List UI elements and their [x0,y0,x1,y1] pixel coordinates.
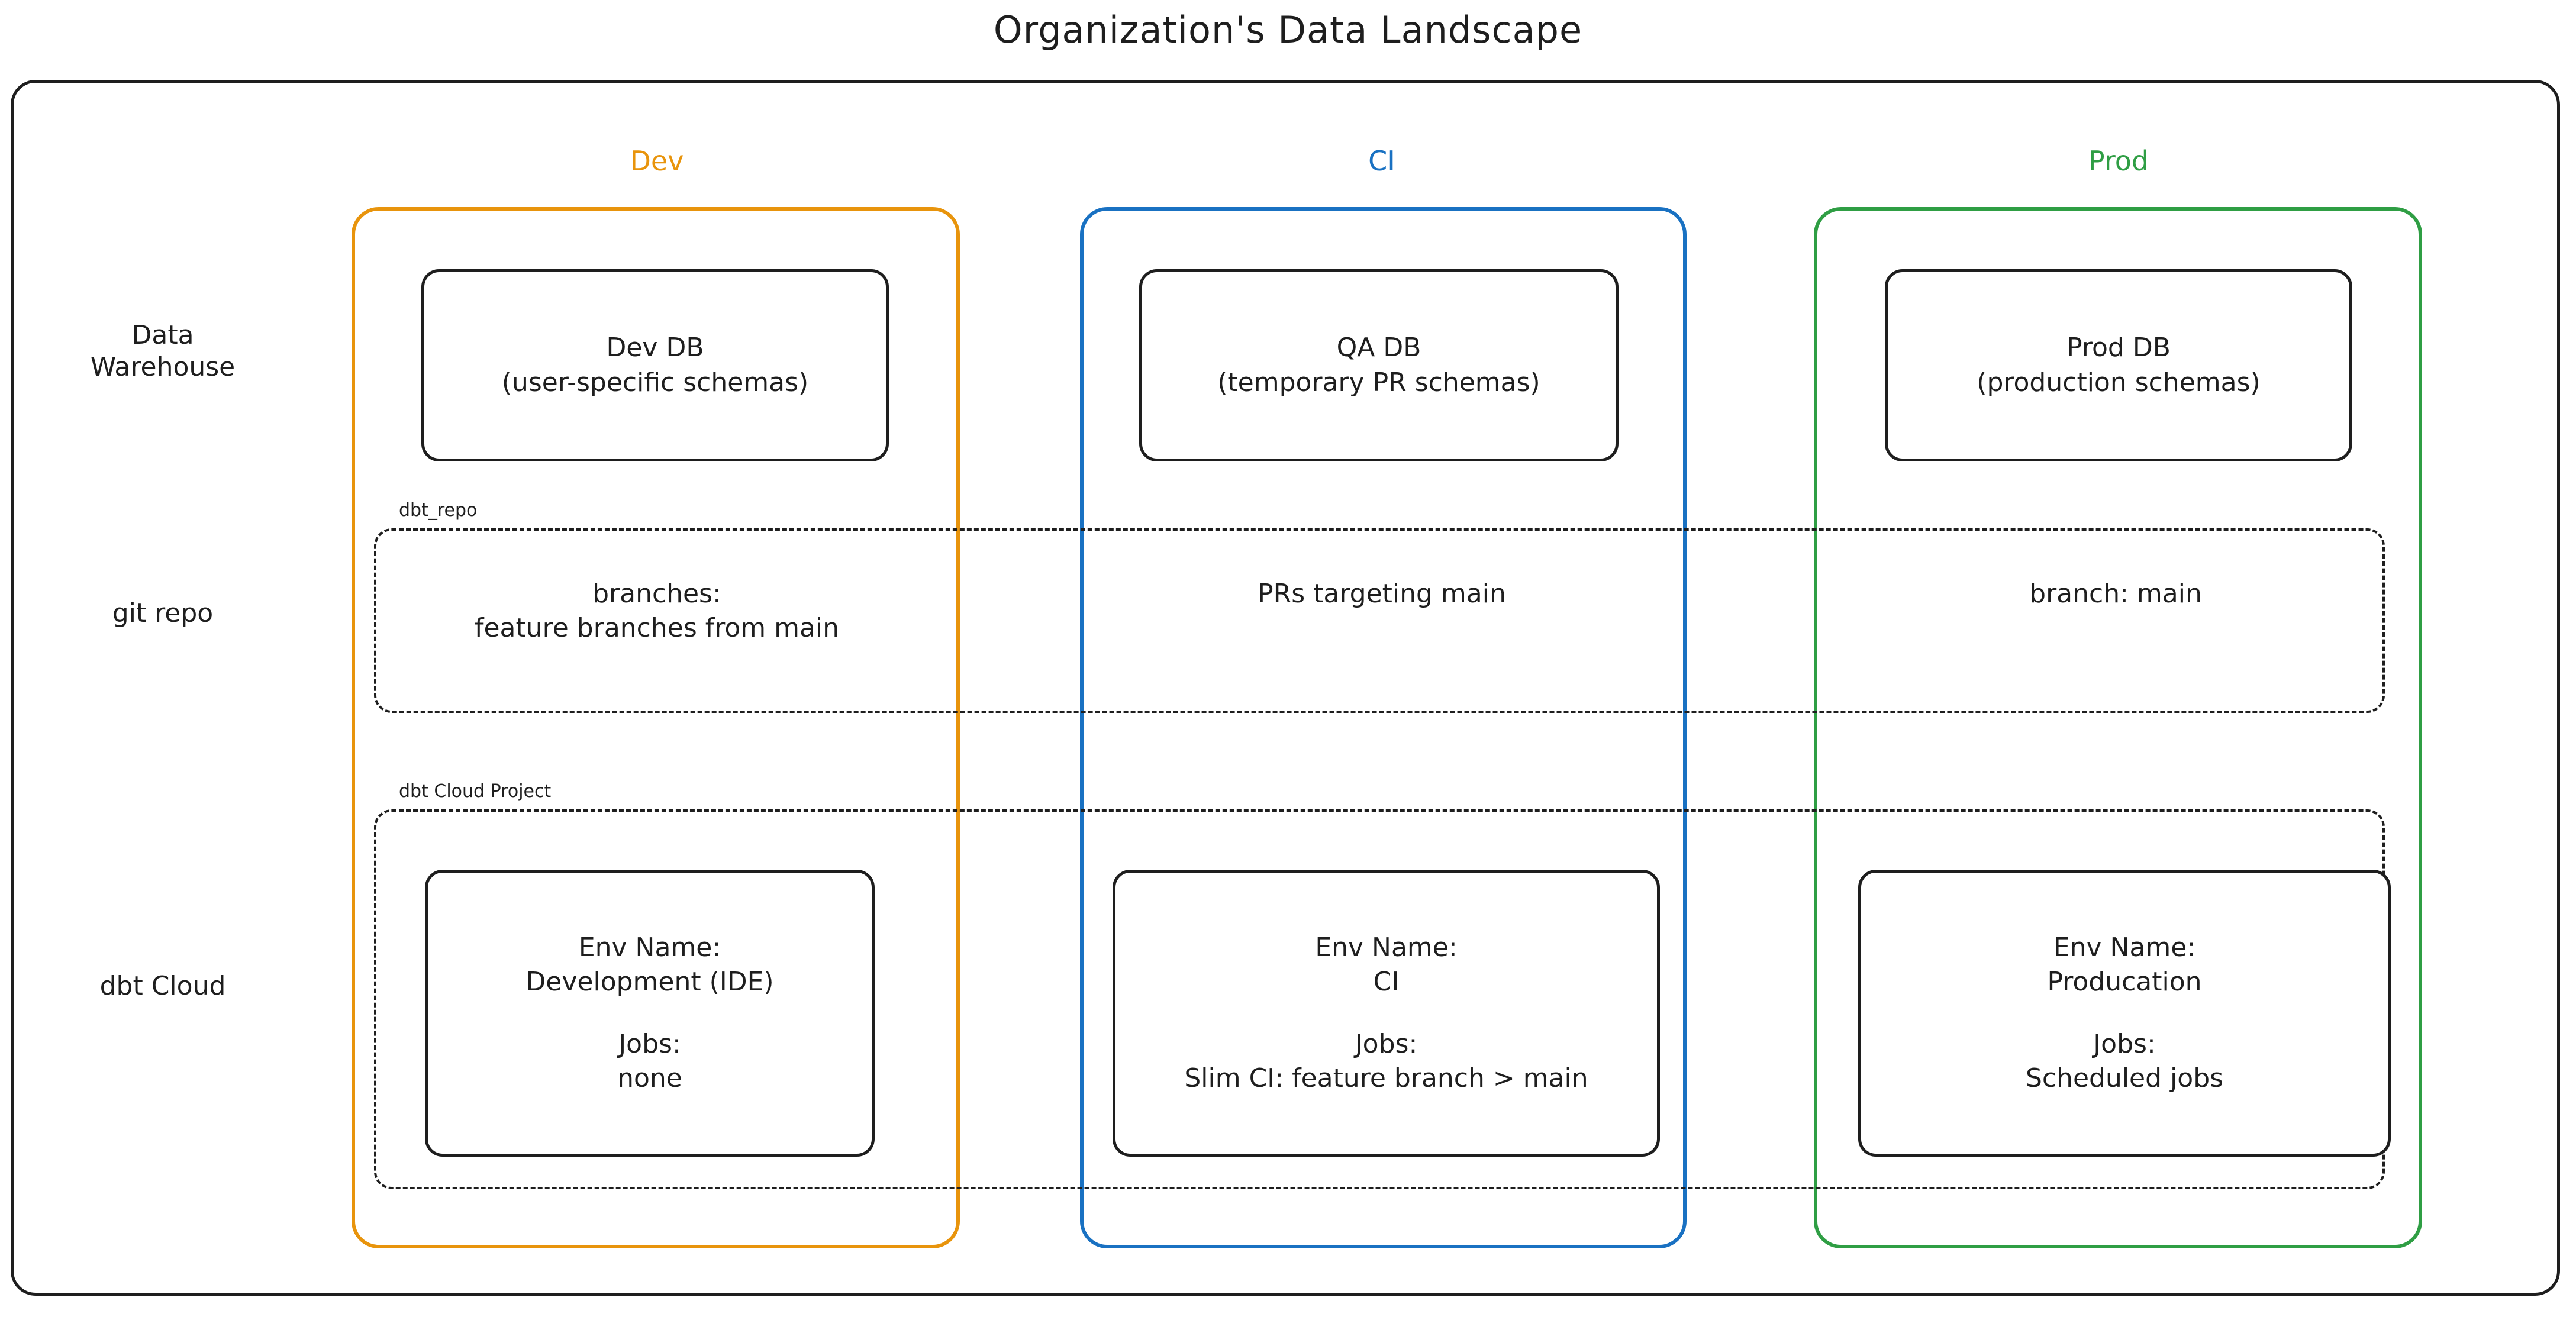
env-header-ci: CI [1368,145,1395,177]
git-repo-text-ci: PRs targeting main [1258,579,1506,609]
node-dbt-env-ci-jobs-label: Jobs: [1355,1028,1418,1059]
node-qa-db-name: QA DB [1336,333,1421,363]
node-dbt-env-prod-name-label: Env Name: [2053,932,2196,963]
node-dbt-env-prod-jobs: Scheduled jobs [2025,1063,2224,1093]
env-header-prod: Prod [2088,145,2149,177]
node-dbt-env-dev[interactable]: Env Name: Development (IDE) Jobs: none [425,870,875,1157]
node-dev-db[interactable]: Dev DB (user-specific schemas) [421,269,889,461]
git-repo-text-dev: branches: feature branches from main [474,579,840,644]
page-title: Organization's Data Landscape [993,8,1583,51]
node-dbt-env-prod-name: Producation [2047,967,2202,998]
node-dbt-env-dev-name: Development (IDE) [525,967,774,998]
node-dbt-env-dev-jobs: none [617,1063,682,1093]
node-dbt-env-ci-name-label: Env Name: [1315,932,1458,963]
node-dbt-env-dev-jobs-label: Jobs: [618,1028,681,1059]
env-column-dev [352,207,960,1248]
node-qa-db[interactable]: QA DB (temporary PR schemas) [1139,269,1619,461]
row-label-git-repo: git repo [112,598,214,628]
group-dbt-repo [374,528,2385,713]
env-column-ci [1080,207,1687,1248]
node-dev-db-detail: (user-specific schemas) [501,367,809,398]
row-label-dbt-cloud: dbt Cloud [99,971,226,1001]
node-dbt-env-ci-jobs: Slim CI: feature branch > main [1184,1063,1588,1093]
group-label-dbt-cloud-project: dbt Cloud Project [395,781,555,802]
node-dbt-env-ci-name: CI [1373,967,1400,998]
node-dbt-env-prod-jobs-label: Jobs: [2093,1028,2156,1059]
env-column-prod [1814,207,2422,1248]
node-dbt-env-prod[interactable]: Env Name: Producation Jobs: Scheduled jo… [1858,870,2391,1157]
node-prod-db[interactable]: Prod DB (production schemas) [1885,269,2352,461]
node-qa-db-detail: (temporary PR schemas) [1217,367,1540,398]
env-header-dev: Dev [630,145,684,177]
group-label-dbt-repo: dbt_repo [395,500,481,521]
node-prod-db-name: Prod DB [2066,333,2171,363]
node-dbt-env-dev-name-label: Env Name: [578,932,721,963]
git-repo-text-prod: branch: main [2029,579,2202,609]
node-prod-db-detail: (production schemas) [1977,367,2261,398]
organization-frame [11,80,2560,1296]
node-dbt-env-ci[interactable]: Env Name: CI Jobs: Slim CI: feature bran… [1113,870,1660,1157]
node-dev-db-name: Dev DB [606,333,704,363]
row-label-data-warehouse: Data Warehouse [90,320,236,382]
